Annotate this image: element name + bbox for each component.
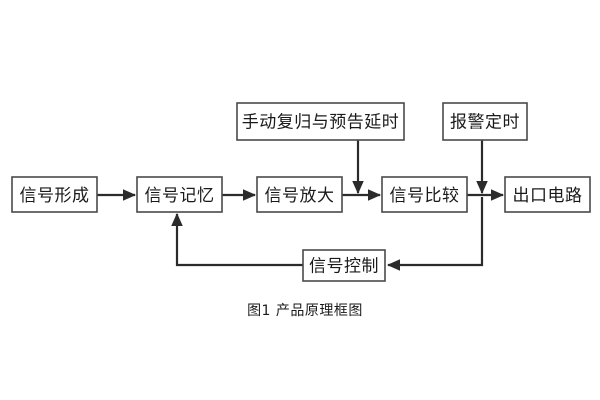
node-signal-amplify[interactable]: 信号放大: [256, 176, 343, 213]
node-manual-reset[interactable]: 手动复归与预告延时: [236, 102, 405, 141]
node-signal-amplify-box: [256, 176, 343, 213]
node-signal-memory-label: 信号记忆: [145, 186, 215, 206]
node-signal-formation-label: 信号形成: [20, 186, 90, 206]
node-output-circuit-label: 出口电路: [513, 186, 583, 206]
edge-control-to-memory: [171, 212, 303, 267]
node-alarm-timer-label: 报警定时: [450, 113, 520, 133]
node-signal-memory[interactable]: 信号记忆: [136, 176, 223, 213]
node-alarm-timer[interactable]: 报警定时: [442, 102, 528, 141]
node-signal-control[interactable]: 信号控制: [302, 249, 386, 282]
node-signal-compare[interactable]: 信号比较: [381, 176, 468, 213]
figure-caption: 图1 产品原理框图: [247, 303, 363, 319]
node-signal-formation-box: [11, 176, 98, 213]
node-manual-reset-label: 手动复归与预告延时: [242, 113, 400, 133]
node-signal-control-box: [302, 249, 386, 282]
edge-output-to-control: [386, 197, 484, 271]
node-signal-compare-box: [381, 176, 468, 213]
node-signal-memory-box: [136, 176, 223, 213]
node-signal-compare-label: 信号比较: [390, 186, 460, 206]
node-alarm-timer-box: [442, 102, 528, 141]
node-signal-control-label: 信号控制: [309, 257, 379, 277]
node-output-circuit-box: [504, 176, 591, 213]
node-output-circuit[interactable]: 出口电路: [504, 176, 591, 213]
node-manual-reset-box: [236, 102, 405, 141]
node-signal-amplify-label: 信号放大: [265, 186, 335, 206]
node-signal-formation[interactable]: 信号形成: [11, 176, 98, 213]
